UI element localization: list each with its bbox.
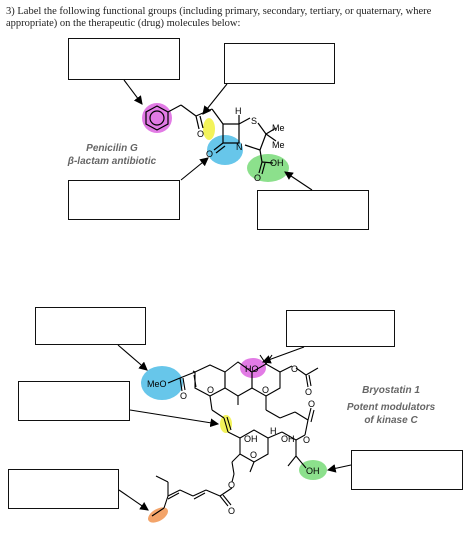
atom-o-lactone: O xyxy=(308,399,315,409)
atom-oh3: OH xyxy=(306,466,320,476)
atom-o-acetate2: O xyxy=(305,387,312,397)
answer-box-phenyl[interactable] xyxy=(68,38,180,80)
atom-o-ester2: O xyxy=(228,480,235,490)
atom-o-ester3: O xyxy=(228,506,235,516)
answer-box-carboxylic-acid[interactable] xyxy=(257,190,369,230)
atom-o-ring2: O xyxy=(262,385,269,395)
answer-box-alcohol-top[interactable] xyxy=(286,310,395,347)
answer-box-alkyl-end[interactable] xyxy=(8,469,119,509)
answer-box-ketone[interactable] xyxy=(224,43,335,84)
answer-box-methyl-ester[interactable] xyxy=(35,307,146,345)
highlight-alkyl-end xyxy=(148,507,168,523)
atom-h2: H xyxy=(270,426,277,436)
arrow-phenyl xyxy=(123,79,143,105)
penicillin-molecule: H S Me Me N O O O OH xyxy=(142,103,289,183)
atom-s: S xyxy=(251,116,257,126)
atom-h: H xyxy=(235,106,242,116)
penicillin-subtitle: β-lactam antibiotic xyxy=(67,156,157,167)
atom-o-acid: O xyxy=(254,173,261,183)
highlight-methyl-ester xyxy=(141,366,183,400)
highlight-alcohol-top xyxy=(240,358,266,378)
atom-oh2: OH xyxy=(281,434,295,444)
answer-box-alkene[interactable] xyxy=(18,381,130,421)
arrow-alcohol-top xyxy=(261,346,305,364)
atom-o-ring1: O xyxy=(207,385,214,395)
atom-me2: Me xyxy=(272,140,285,150)
atom-meo: MeO xyxy=(147,379,167,389)
arrow-ketone xyxy=(202,83,228,115)
highlight-carboxylic-acid xyxy=(247,154,289,182)
atom-n: N xyxy=(236,142,243,152)
atom-me1: Me xyxy=(272,123,285,133)
arrow-alkyl-end xyxy=(118,489,149,511)
atom-o-ring3: O xyxy=(250,450,257,460)
bryostatin-subtitle-2: of kinase C xyxy=(364,415,418,426)
bryostatin-name: Bryostatin 1 xyxy=(362,385,420,396)
atom-o-lactone2: O xyxy=(303,435,310,445)
atom-o-ester: O xyxy=(180,391,187,401)
arrow-alcohol-side xyxy=(326,464,352,473)
bryostatin-subtitle-1: Potent modulators xyxy=(346,402,436,413)
highlight-alcohol-side xyxy=(299,460,327,480)
atom-o-lactam: O xyxy=(206,149,213,159)
arrow-lactam xyxy=(180,157,209,181)
penicillin-caption: Penicilin G β-lactam antibiotic xyxy=(60,142,164,168)
arrow-alkene xyxy=(129,409,220,428)
penicillin-name: Penicilin G xyxy=(86,143,138,154)
question-text: 3) Label the following functional groups… xyxy=(6,6,432,29)
atom-oh: OH xyxy=(270,158,284,168)
highlight-ketone xyxy=(203,118,215,140)
atom-o-acetate: O xyxy=(291,364,298,374)
bryostatin-molecule: MeO O HO O O O O OH H OH O O O O O OH xyxy=(141,354,327,523)
arrow-methyl-ester xyxy=(117,344,148,371)
bryostatin-caption: Bryostatin 1 Potent modulators of kinase… xyxy=(330,384,452,427)
answer-box-lactam[interactable] xyxy=(68,180,180,220)
atom-o-ketone: O xyxy=(197,129,204,139)
arrow-acid xyxy=(284,171,313,191)
atom-oh1: OH xyxy=(244,434,258,444)
answer-box-alcohol-side[interactable] xyxy=(351,450,463,490)
atom-ho: HO xyxy=(245,364,259,374)
